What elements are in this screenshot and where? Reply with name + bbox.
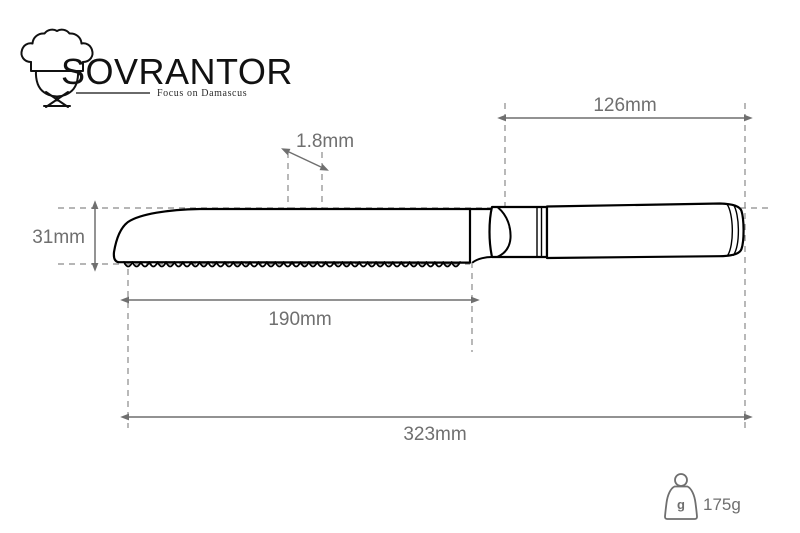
dimension-line-18 xyxy=(281,148,329,171)
dimension-label-blade-thickness: 1.8mm xyxy=(296,131,354,152)
weight-label: 175g xyxy=(703,495,741,514)
dimension-label-total-length: 323mm xyxy=(403,424,466,445)
brand-name: SOVRANTOR xyxy=(61,51,293,92)
dimension-label-blade-height: 31mm xyxy=(32,227,85,248)
weight-badge: g 175g xyxy=(664,473,741,520)
brand-logo: SOVRANTOR Focus on Damascus xyxy=(20,28,293,108)
serrated-knife-icon xyxy=(112,202,745,268)
dimension-total-length: 323mm xyxy=(120,413,753,445)
brand-tagline: Focus on Damascus xyxy=(157,88,247,99)
weight-icon: g xyxy=(664,473,698,520)
dimension-label-blade-length: 190mm xyxy=(268,309,331,330)
dimension-blade-height: 31mm xyxy=(32,200,99,272)
chef-hat-icon xyxy=(20,28,94,108)
dimension-handle-length: 126mm xyxy=(497,95,753,122)
weight-icon-glyph: g xyxy=(677,497,685,512)
dimension-label-handle-length: 126mm xyxy=(593,95,656,116)
dimension-blade-thickness: 1.8mm xyxy=(281,131,354,171)
dimension-blade-length: 190mm xyxy=(120,296,480,330)
